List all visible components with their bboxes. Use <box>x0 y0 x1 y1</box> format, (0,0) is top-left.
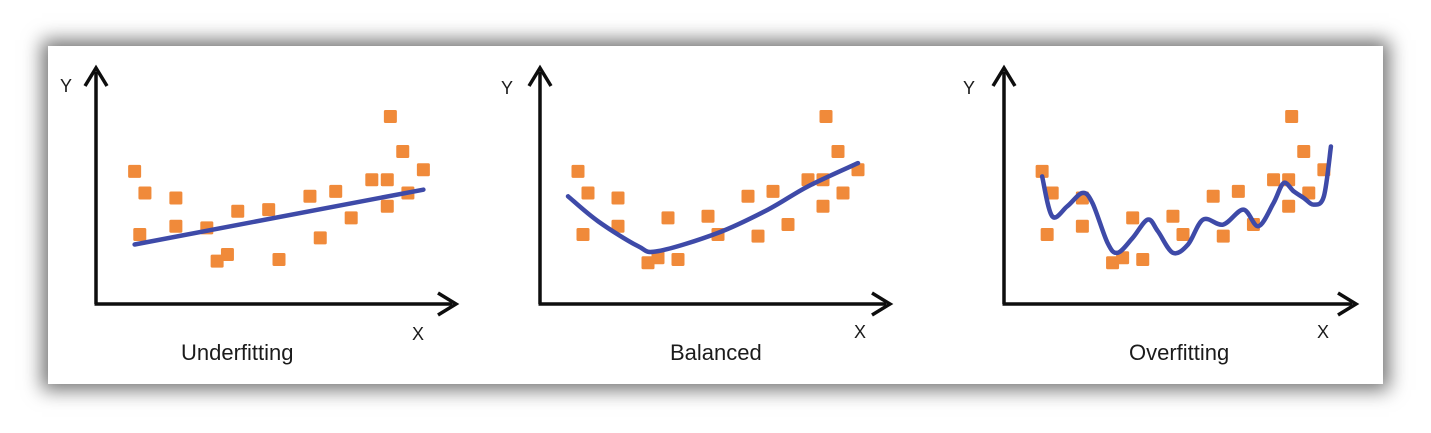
data-point <box>365 173 379 187</box>
data-point <box>766 184 780 198</box>
data-point <box>303 189 317 203</box>
caption-underfitting: Underfitting <box>181 340 294 365</box>
data-point <box>611 219 625 233</box>
data-point <box>661 211 675 225</box>
plot-overfitting <box>991 64 1360 317</box>
data-point <box>611 191 625 205</box>
data-point <box>416 163 430 177</box>
data-point <box>571 164 585 178</box>
data-point <box>751 229 765 243</box>
data-point <box>396 144 410 158</box>
fitted-curve <box>132 187 426 247</box>
fitted-curve <box>565 160 861 255</box>
x-axis-label: X <box>1317 322 1330 342</box>
data-point <box>133 228 147 242</box>
data-point <box>831 144 845 158</box>
data-point <box>329 184 343 198</box>
data-point <box>380 199 394 213</box>
y-axis-arrow-icon <box>991 64 1017 87</box>
data-point <box>1040 228 1054 242</box>
y-axis-label: Y <box>963 78 976 98</box>
data-point <box>128 164 142 178</box>
x-axis-arrow-icon <box>437 291 460 317</box>
data-point <box>313 231 327 245</box>
data-point <box>1035 164 1049 178</box>
panel-overfitting: Y X Overfitting <box>952 46 1397 384</box>
data-point <box>781 218 795 232</box>
data-point <box>576 228 590 242</box>
x-axis-arrow-icon <box>871 291 894 317</box>
caption-overfitting: Overfitting <box>1129 340 1230 365</box>
data-point <box>169 219 183 233</box>
data-point <box>1116 251 1130 265</box>
data-point <box>816 199 830 213</box>
data-point <box>581 186 595 200</box>
data-point <box>1282 199 1296 213</box>
panel-balanced: Y X Balanced <box>490 46 935 384</box>
data-point <box>1285 110 1299 124</box>
data-point <box>1136 252 1150 266</box>
data-point <box>741 189 755 203</box>
data-point <box>671 252 685 266</box>
data-point <box>1216 229 1230 243</box>
data-point <box>262 203 276 217</box>
x-axis-label: X <box>412 324 425 344</box>
data-point <box>1106 256 1120 270</box>
data-point <box>1297 144 1311 158</box>
data-point <box>836 186 850 200</box>
data-point <box>380 173 394 187</box>
data-point <box>1206 189 1220 203</box>
data-point <box>1126 211 1140 225</box>
data-point <box>169 191 183 205</box>
data-point <box>819 110 833 124</box>
data-point <box>1302 186 1316 200</box>
data-point <box>1045 186 1059 200</box>
y-axis-label: Y <box>501 78 514 98</box>
data-point <box>651 251 665 265</box>
y-axis-arrow-icon <box>527 64 553 87</box>
data-point <box>1075 219 1089 233</box>
caption-balanced: Balanced <box>670 340 762 365</box>
data-point <box>344 211 358 225</box>
panel-underfitting: Y X Underfitting <box>48 46 493 384</box>
plot-underfitting <box>83 64 460 317</box>
data-point <box>1166 209 1180 223</box>
data-point <box>641 256 655 270</box>
data-point <box>272 252 286 266</box>
figure-card: Y X Underfitting Y X Balanced Y X Overfi… <box>48 46 1383 384</box>
data-point <box>220 247 234 261</box>
data-point <box>231 204 245 218</box>
y-axis-arrow-icon <box>83 64 109 87</box>
data-point <box>383 110 397 124</box>
data-point <box>138 186 152 200</box>
y-axis-label: Y <box>60 76 73 96</box>
data-point <box>1231 184 1245 198</box>
fitted-curve <box>1039 144 1334 256</box>
data-point <box>210 254 224 268</box>
data-point <box>1176 228 1190 242</box>
x-axis-arrow-icon <box>1337 291 1360 317</box>
data-point <box>1267 173 1281 187</box>
plot-balanced <box>527 64 894 317</box>
x-axis-label: X <box>854 322 867 342</box>
data-point <box>701 209 715 223</box>
